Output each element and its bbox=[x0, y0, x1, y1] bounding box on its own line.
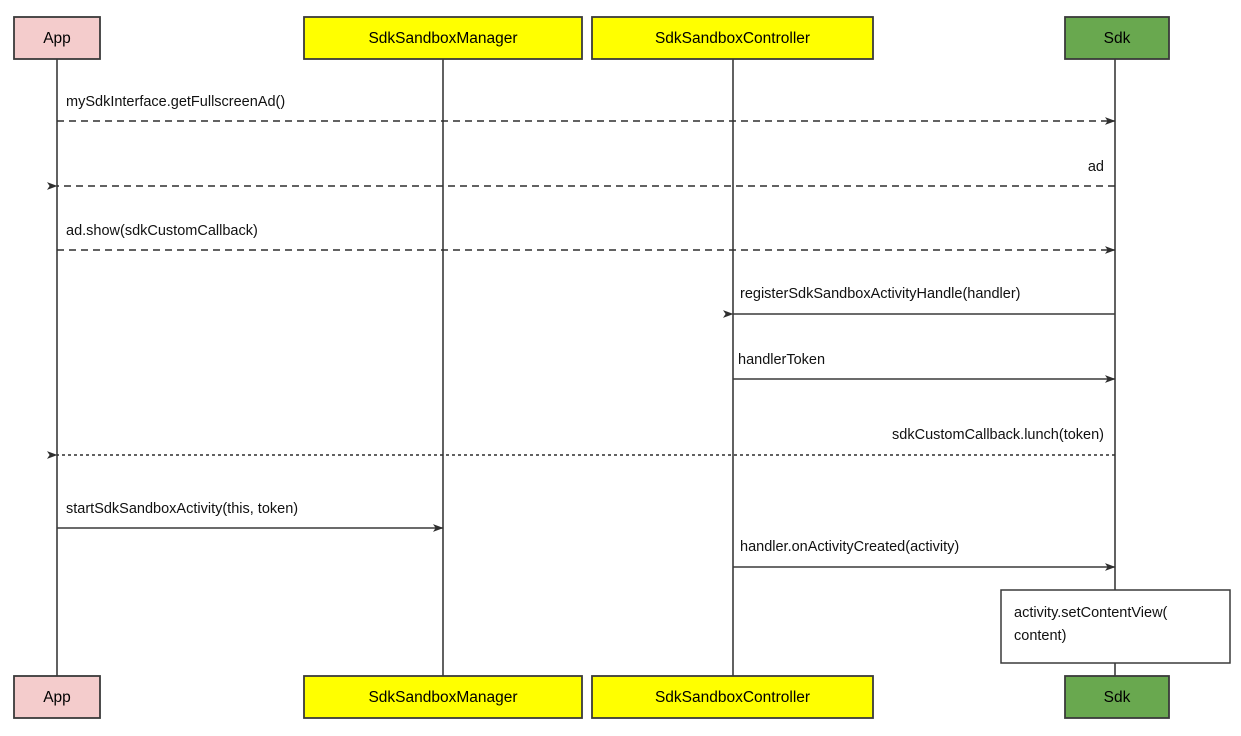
message-label: sdkCustomCallback.lunch(token) bbox=[892, 427, 1104, 443]
lifelines-layer bbox=[56, 59, 1116, 676]
messages-layer: mySdkInterface.getFullscreenAd() ad ad.sho… bbox=[47, 94, 1116, 571]
note-text-line: content) bbox=[1014, 628, 1066, 644]
participant-box bbox=[591, 675, 874, 719]
participant-app-top[interactable]: App bbox=[13, 16, 101, 60]
msg-handler-token[interactable]: handlerToken bbox=[733, 352, 1116, 383]
participant-box bbox=[303, 16, 583, 60]
msg-ad-show[interactable]: ad.show(sdkCustomCallback) bbox=[57, 223, 1116, 254]
participant-sdk-sandbox-controller-bottom[interactable]: SdkSandboxController bbox=[591, 675, 874, 719]
message-label: handlerToken bbox=[738, 352, 825, 368]
participant-box bbox=[1064, 16, 1170, 60]
msg-register-handle[interactable]: registerSdkSandboxActivityHandle(handler… bbox=[723, 286, 1115, 318]
participant-label: Sdk bbox=[1104, 30, 1131, 47]
participant-label: App bbox=[43, 30, 71, 47]
notes-layer: activity.setContentView( content) bbox=[1000, 589, 1231, 664]
participant-label: SdkSandboxManager bbox=[368, 30, 517, 47]
note-text-line: activity.setContentView( bbox=[1014, 605, 1168, 621]
message-label: mySdkInterface.getFullscreenAd() bbox=[66, 94, 285, 110]
participant-boxes-layer: AppAppSdkSandboxManagerSdkSandboxManager… bbox=[13, 16, 1170, 719]
participant-sdk-bottom[interactable]: Sdk bbox=[1064, 675, 1170, 719]
msg-on-activity-created[interactable]: handler.onActivityCreated(activity) bbox=[733, 539, 1116, 571]
message-label: startSdkSandboxActivity(this, token) bbox=[66, 501, 298, 517]
participant-box bbox=[591, 16, 874, 60]
message-label: registerSdkSandboxActivityHandle(handler… bbox=[740, 286, 1020, 302]
participant-label: SdkSandboxController bbox=[655, 30, 810, 47]
participant-label: App bbox=[43, 689, 71, 706]
participant-sdk-sandbox-manager-top[interactable]: SdkSandboxManager bbox=[303, 16, 583, 60]
msg-sdk-custom-callback-lunch[interactable]: sdkCustomCallback.lunch(token) bbox=[47, 427, 1115, 459]
participant-app-bottom[interactable]: App bbox=[13, 675, 101, 719]
participant-box bbox=[13, 675, 101, 719]
message-label: handler.onActivityCreated(activity) bbox=[740, 539, 959, 555]
participant-sdk-sandbox-manager-bottom[interactable]: SdkSandboxManager bbox=[303, 675, 583, 719]
participant-box bbox=[13, 16, 101, 60]
participant-label: SdkSandboxController bbox=[655, 689, 810, 706]
msg-ad-return[interactable]: ad bbox=[47, 159, 1115, 190]
message-label: ad.show(sdkCustomCallback) bbox=[66, 223, 258, 239]
msg-start-sdk-sandbox-activity[interactable]: startSdkSandboxActivity(this, token) bbox=[57, 501, 444, 532]
participant-box bbox=[1064, 675, 1170, 719]
participant-box bbox=[303, 675, 583, 719]
participant-sdk-sandbox-controller-top[interactable]: SdkSandboxController bbox=[591, 16, 874, 60]
participant-label: SdkSandboxManager bbox=[368, 689, 517, 706]
participant-label: Sdk bbox=[1104, 689, 1131, 706]
participant-sdk-top[interactable]: Sdk bbox=[1064, 16, 1170, 60]
msg-get-fullscreen-ad[interactable]: mySdkInterface.getFullscreenAd() bbox=[57, 94, 1116, 125]
note-box bbox=[1000, 589, 1231, 664]
note-set-content-view[interactable]: activity.setContentView( content) bbox=[1000, 589, 1231, 664]
message-label: ad bbox=[1088, 159, 1104, 175]
